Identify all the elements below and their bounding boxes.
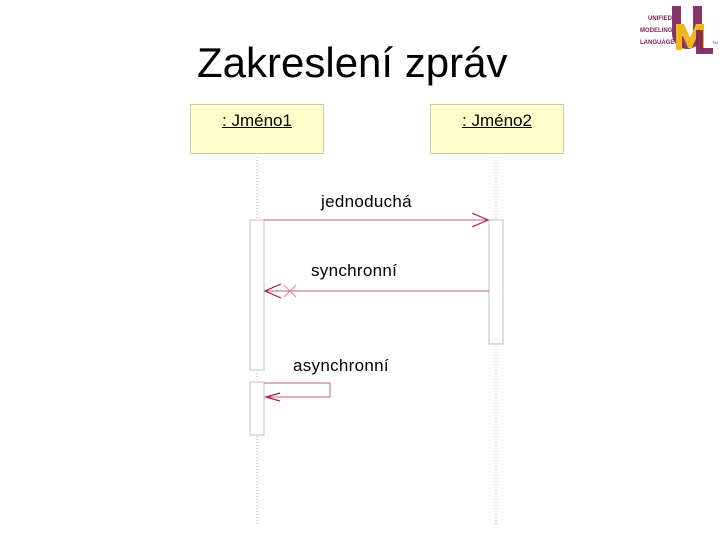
logo-tm: TM	[712, 40, 718, 45]
object-box-2: : Jméno2	[430, 104, 564, 154]
activation-bar-3	[249, 381, 265, 436]
message-label-asynchronous: asynchronní	[293, 356, 389, 375]
uml-logo-icon: UNIFIED MODELING LANGUAGE TM	[640, 6, 718, 54]
arrowhead-synchronous	[263, 283, 282, 299]
logo-line-2: MODELING	[640, 28, 673, 34]
arrowhead-simple	[471, 212, 490, 228]
object-name-1: : Jméno1	[222, 111, 292, 130]
slide-title: Zakreslení zpráv	[197, 39, 508, 86]
message-line-asynchronous	[264, 382, 331, 398]
logo-line-3: LANGUAGE	[640, 40, 674, 46]
message-label-synchronous: synchronní	[311, 261, 398, 280]
cross-mark-b	[283, 284, 297, 298]
object-box-1: : Jméno1	[190, 104, 324, 154]
message-label-simple: jednoduchá	[321, 192, 412, 211]
arrowhead-asynchronous	[263, 392, 281, 402]
activation-bar-2	[488, 219, 504, 345]
activation-bar-1	[249, 219, 265, 371]
logo-line-1: UNIFIED	[648, 16, 673, 22]
object-name-2: : Jméno2	[462, 111, 532, 130]
